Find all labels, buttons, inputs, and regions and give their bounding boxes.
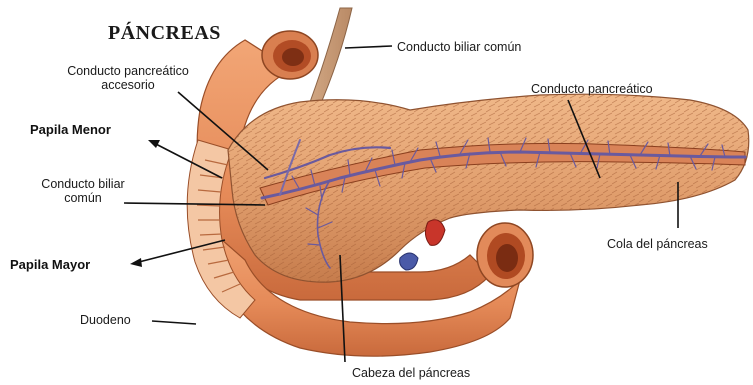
label-cabeza-del-pancreas: Cabeza del páncreas [352, 366, 470, 380]
arrow-papila-menor [148, 140, 160, 148]
label-accesorio-line2: accesorio [58, 78, 198, 92]
label-accesorio-line1: Conducto pancreático [58, 64, 198, 78]
label-conducto-pancreatico-accesorio: Conducto pancreático accesorio [58, 64, 198, 92]
label-biliar-line2: común [28, 191, 138, 205]
page-title: PÁNCREAS [108, 22, 221, 45]
leader-bile-duct-top [345, 46, 392, 48]
label-conducto-pancreatico: Conducto pancreático [531, 82, 653, 96]
arrow-papila-mayor [130, 258, 142, 267]
vessel-blue [400, 253, 418, 270]
label-papila-menor: Papila Menor [30, 123, 111, 137]
vessel-red [425, 220, 445, 246]
label-conducto-biliar-comun-top: Conducto biliar común [397, 40, 521, 54]
label-conducto-biliar-comun-left: Conducto biliar común [28, 177, 138, 205]
label-duodeno: Duodeno [80, 313, 131, 327]
label-biliar-line1: Conducto biliar [28, 177, 138, 191]
leader-duodeno [152, 321, 196, 324]
label-papila-mayor: Papila Mayor [10, 258, 90, 272]
label-cola-del-pancreas: Cola del páncreas [607, 237, 708, 251]
